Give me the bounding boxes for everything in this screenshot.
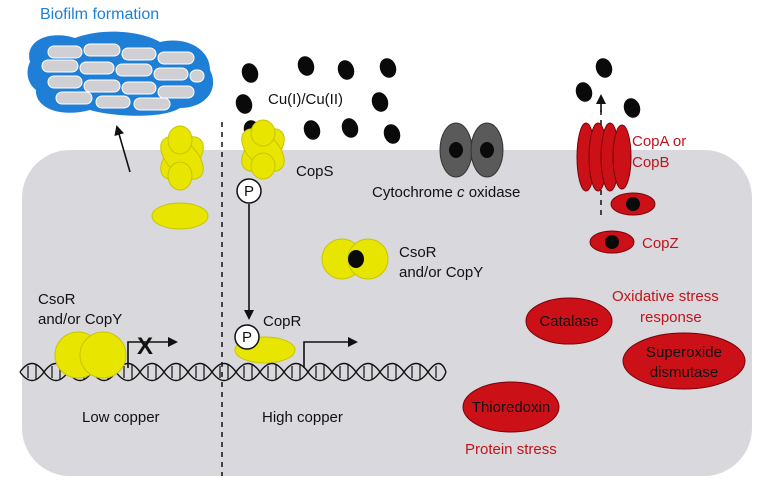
csor-left-label-1: CsoR (38, 291, 76, 308)
thioredoxin-enzyme (462, 381, 560, 433)
copr-phosphate (234, 324, 260, 350)
copa-label-2: CopB (632, 154, 670, 171)
low-copper-label: Low copper (82, 409, 160, 426)
catalase-label: Catalase (539, 313, 598, 330)
copper-ions-label: Cu(I)/Cu(II) (268, 91, 343, 108)
csor-mid-label-2: and/or CopY (399, 264, 483, 281)
protein-stress-label: Protein stress (465, 441, 557, 458)
cops-sensor-kinase (241, 119, 285, 180)
cytochrome-oxidase (439, 122, 504, 178)
csor-left-label-2: and/or CopY (38, 311, 122, 328)
oxidative-stress-label-2: response (640, 309, 702, 326)
biofilm-arrow (114, 125, 131, 173)
superoxide-label-2: dismutase (650, 364, 718, 381)
repressed-promoter-arrow (127, 337, 178, 368)
cytochrome-oxidase-label: Cytochrome c oxidase (372, 184, 520, 201)
left-cytoplasmic-domain (151, 202, 209, 230)
csor-copy-repressor (54, 331, 127, 379)
left-membrane-sensor (160, 125, 204, 191)
copz-chaperone-1-ion (626, 197, 640, 211)
copz-chaperone-2-ion (605, 235, 619, 249)
copz-label: CopZ (642, 235, 679, 252)
repression-x: X (137, 333, 153, 360)
superoxide-dismutase-enzyme (622, 332, 746, 390)
csor-mid-label-1: CsoR (399, 244, 437, 261)
cops-phosphate-label: P (244, 183, 254, 200)
cops-phosphate (236, 178, 262, 204)
cops-label: CopS (296, 163, 334, 180)
active-promoter-arrow (303, 337, 358, 368)
catalase-enzyme (525, 297, 613, 345)
copr-phosphate-label: P (242, 329, 252, 346)
biofilm-cluster (27, 31, 214, 116)
thioredoxin-label: Thioredoxin (472, 399, 550, 416)
copa-label-1: CopA or (632, 133, 686, 150)
copr-label: CopR (263, 313, 302, 330)
superoxide-label-1: Superoxide (646, 344, 722, 361)
bacterial-cell (22, 150, 752, 476)
biofilm-formation-title: Biofilm formation (40, 6, 159, 23)
csor-copy-bound (321, 238, 389, 280)
high-copper-label: High copper (262, 409, 343, 426)
copa-copb-exporter (576, 122, 632, 192)
oxidative-stress-label-1: Oxidative stress (612, 288, 719, 305)
